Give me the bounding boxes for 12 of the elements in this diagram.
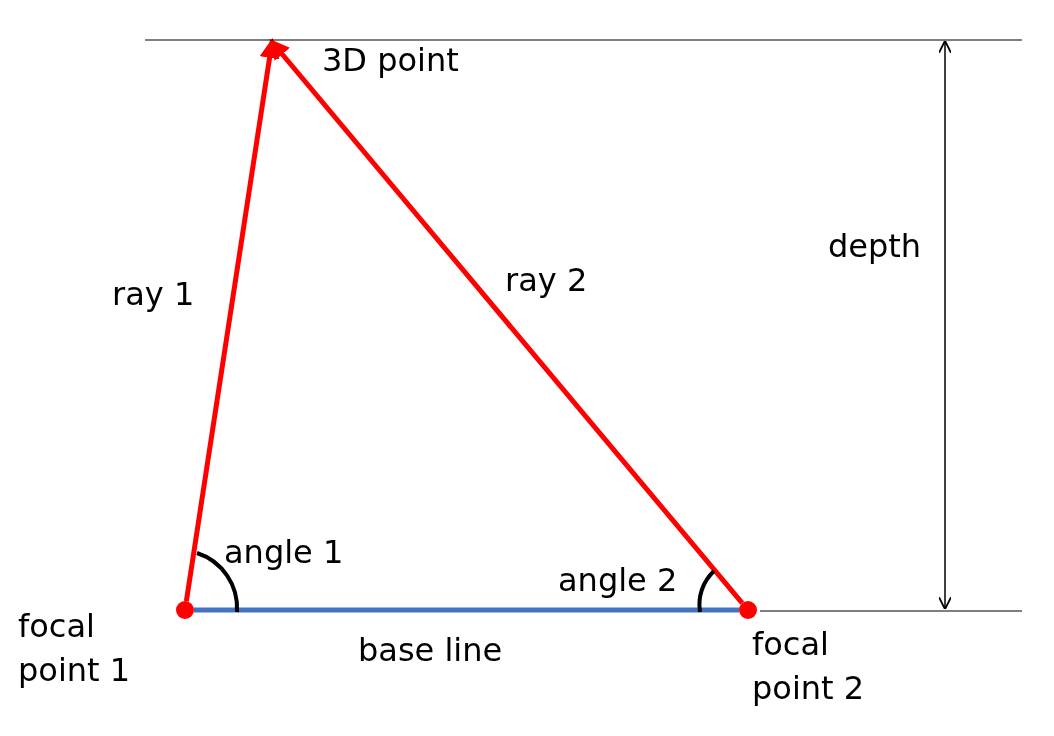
- dimension-label: depth: [828, 226, 922, 267]
- edge-label: base line: [358, 630, 503, 671]
- arrow: [269, 38, 745, 605]
- arrow: [183, 38, 280, 602]
- line: [194, 607, 739, 613]
- point-label: 3D point: [322, 40, 460, 81]
- edge-label: ray 1: [112, 274, 195, 315]
- point-label: focal point 1: [18, 606, 132, 691]
- angle-label: angle 2: [558, 560, 678, 601]
- edge-label: ray 2: [505, 260, 588, 301]
- point-label: focal point 2: [752, 624, 866, 709]
- angle-label: angle 1: [224, 532, 344, 573]
